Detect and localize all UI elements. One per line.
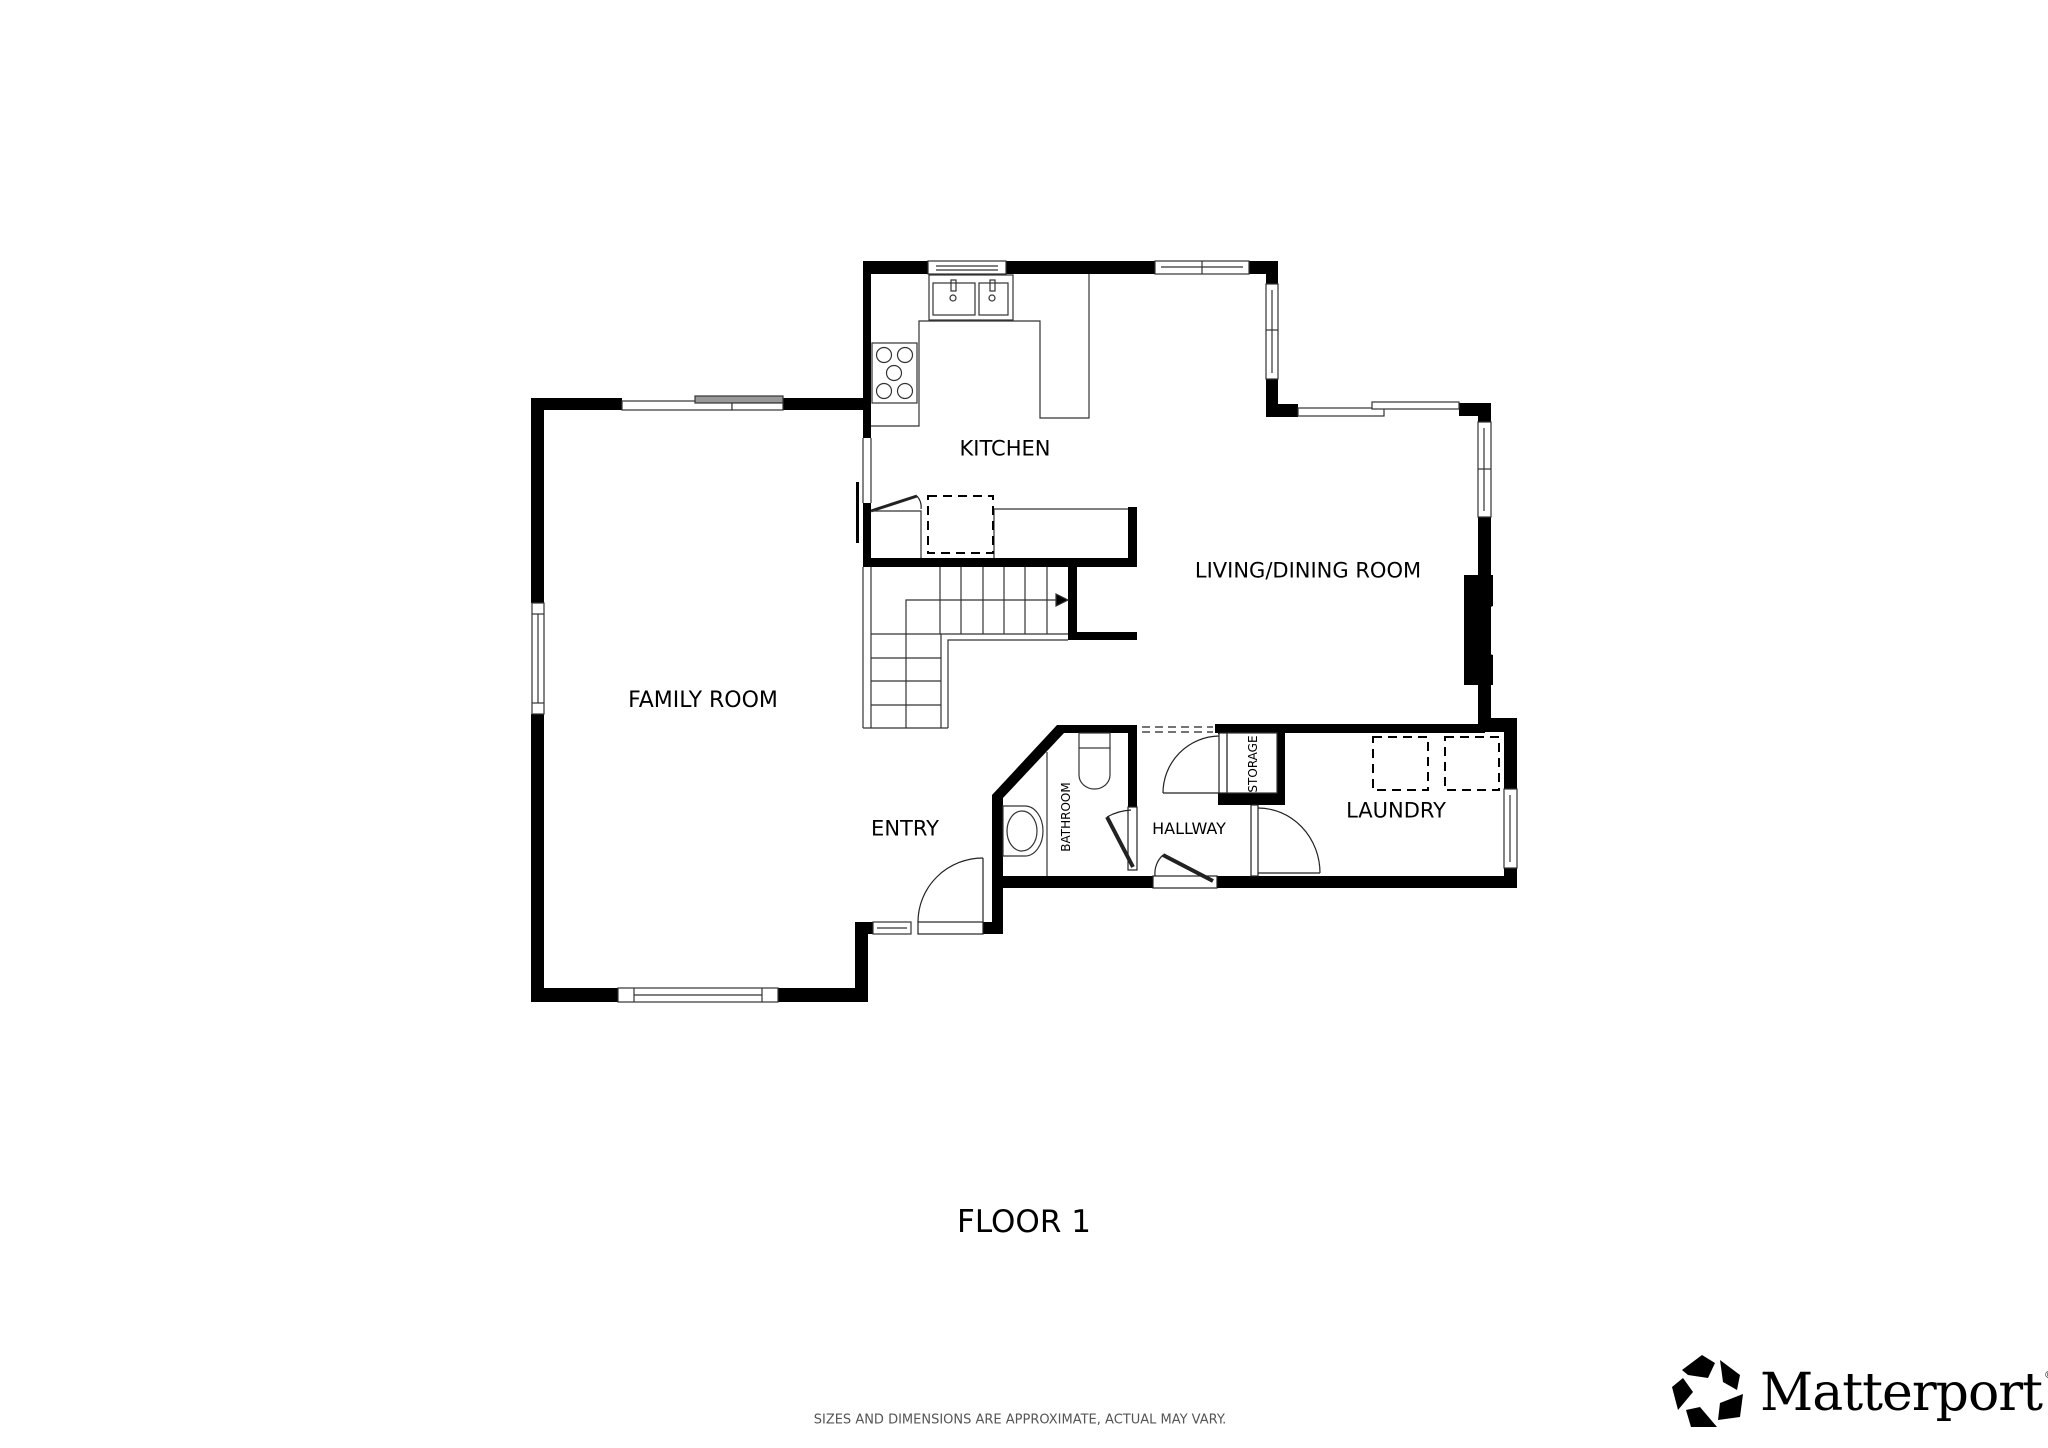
windows [531,260,1518,1003]
matterport-brand: Matterport ® [1668,1352,2048,1430]
registered-mark: ® [2044,1370,2048,1381]
walls [531,261,1517,1002]
brand-name: Matterport [1760,1363,2043,1423]
room-label-kitchen: KITCHEN [959,436,1051,461]
disclaimer-text: SIZES AND DIMENSIONS ARE APPROXIMATE, AC… [813,1412,1227,1428]
room-label-living-dining: LIVING/DINING ROOM [1194,558,1422,583]
matterport-logo-icon [1672,1355,1743,1427]
room-label-entry: ENTRY [871,816,939,841]
room-label-hallway: HALLWAY [1152,819,1226,838]
doors [870,494,1321,935]
room-label-bathroom: BATHROOM [1059,782,1073,852]
fixtures [862,274,1500,876]
room-label-family-room: FAMILY ROOM [628,688,778,713]
floor-title: FLOOR 1 [957,1204,1091,1240]
room-label-storage: STORAGE [1246,735,1260,793]
room-label-laundry: LAUNDRY [1346,798,1446,823]
